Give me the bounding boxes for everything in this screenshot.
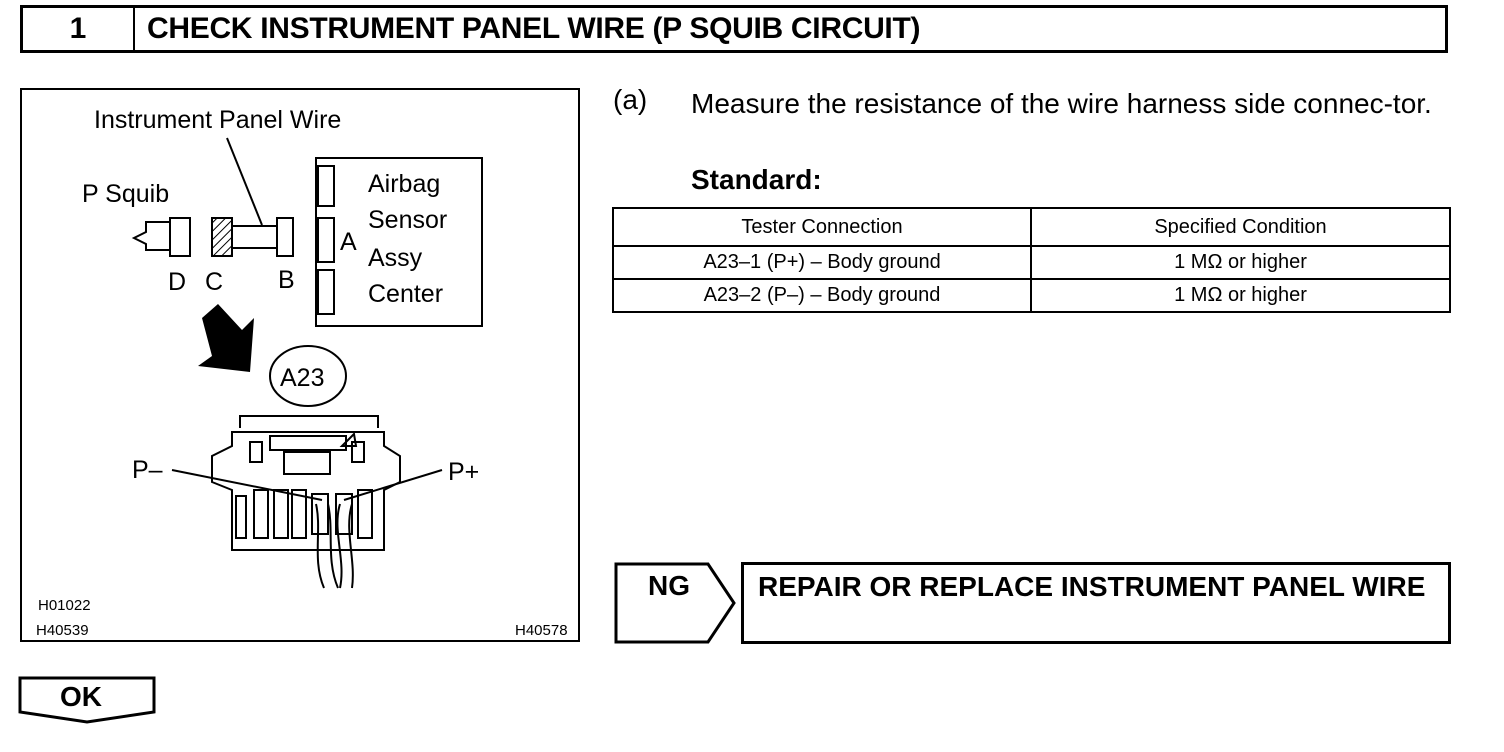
tester-connection-cell: A23–1 (P+) – Body ground	[611, 245, 1033, 280]
connector-d	[169, 217, 191, 257]
ok-label: OK	[60, 681, 102, 712]
instruction-text: Measure the resistance of the wire harne…	[691, 88, 1432, 119]
ok-arrow-box	[18, 676, 156, 724]
label-d: D	[168, 268, 186, 296]
tester-connection-cell: A23–2 (P–) – Body ground	[611, 278, 1033, 313]
spec-table: Tester Connection Specified Condition A2…	[611, 207, 1451, 313]
ng-action-box: REPAIR OR REPLACE INSTRUMENT PANEL WIRE	[741, 562, 1451, 644]
step-marker: (a)	[613, 84, 648, 115]
connector-id-circle	[269, 345, 347, 407]
sensor-label-line4: Center	[368, 280, 443, 308]
step-header: 1 CHECK INSTRUMENT PANEL WIRE (P SQUIB C…	[20, 5, 1448, 53]
step-number: 1	[23, 8, 135, 50]
arrow-icon	[198, 304, 254, 372]
label-c: C	[205, 268, 223, 296]
standard-label: Standard:	[691, 164, 822, 195]
connector-c	[211, 217, 233, 257]
ng-label: NG	[648, 570, 690, 601]
header-specified-condition: Specified Condition	[1030, 207, 1451, 247]
table-row: A23–1 (P+) – Body ground 1 MΩ or higher	[611, 245, 1451, 280]
sensor-label-line1: Airbag	[368, 170, 440, 198]
step-title: CHECK INSTRUMENT PANEL WIRE (P SQUIB CIR…	[147, 12, 921, 45]
airbag-sensor-box	[315, 157, 483, 327]
connector-illustration: Instrument Panel Wire P Squib D C B A Ai…	[20, 88, 580, 642]
label-instrument-panel-wire: Instrument Panel Wire	[94, 106, 341, 134]
specified-condition-cell: 1 MΩ or higher	[1030, 278, 1451, 313]
figure-code-1: H01022	[38, 597, 91, 614]
label-b: B	[278, 266, 295, 294]
sensor-label-line3: Assy	[368, 244, 423, 272]
connector-b	[276, 217, 294, 257]
specified-condition-cell: 1 MΩ or higher	[1030, 245, 1451, 280]
figure-code-3: H40578	[515, 622, 568, 639]
sensor-label-line2: Sensor	[368, 206, 447, 234]
table-header-row: Tester Connection Specified Condition	[611, 207, 1451, 247]
connector-face-icon	[211, 415, 401, 589]
label-p-squib: P Squib	[82, 180, 169, 208]
pin-label-p-minus: P–	[132, 456, 163, 484]
ng-arrow-box	[614, 562, 736, 644]
figure-code-2: H40539	[36, 622, 89, 639]
wiring-diagram: Instrument Panel Wire P Squib D C B A Ai…	[36, 106, 568, 639]
label-a: A	[340, 228, 357, 256]
connector-id-label: A23	[280, 364, 324, 392]
header-tester-connection: Tester Connection	[611, 207, 1033, 247]
table-row: A23–2 (P–) – Body ground 1 MΩ or higher	[611, 278, 1451, 313]
pin-label-p-plus: P+	[448, 458, 479, 486]
